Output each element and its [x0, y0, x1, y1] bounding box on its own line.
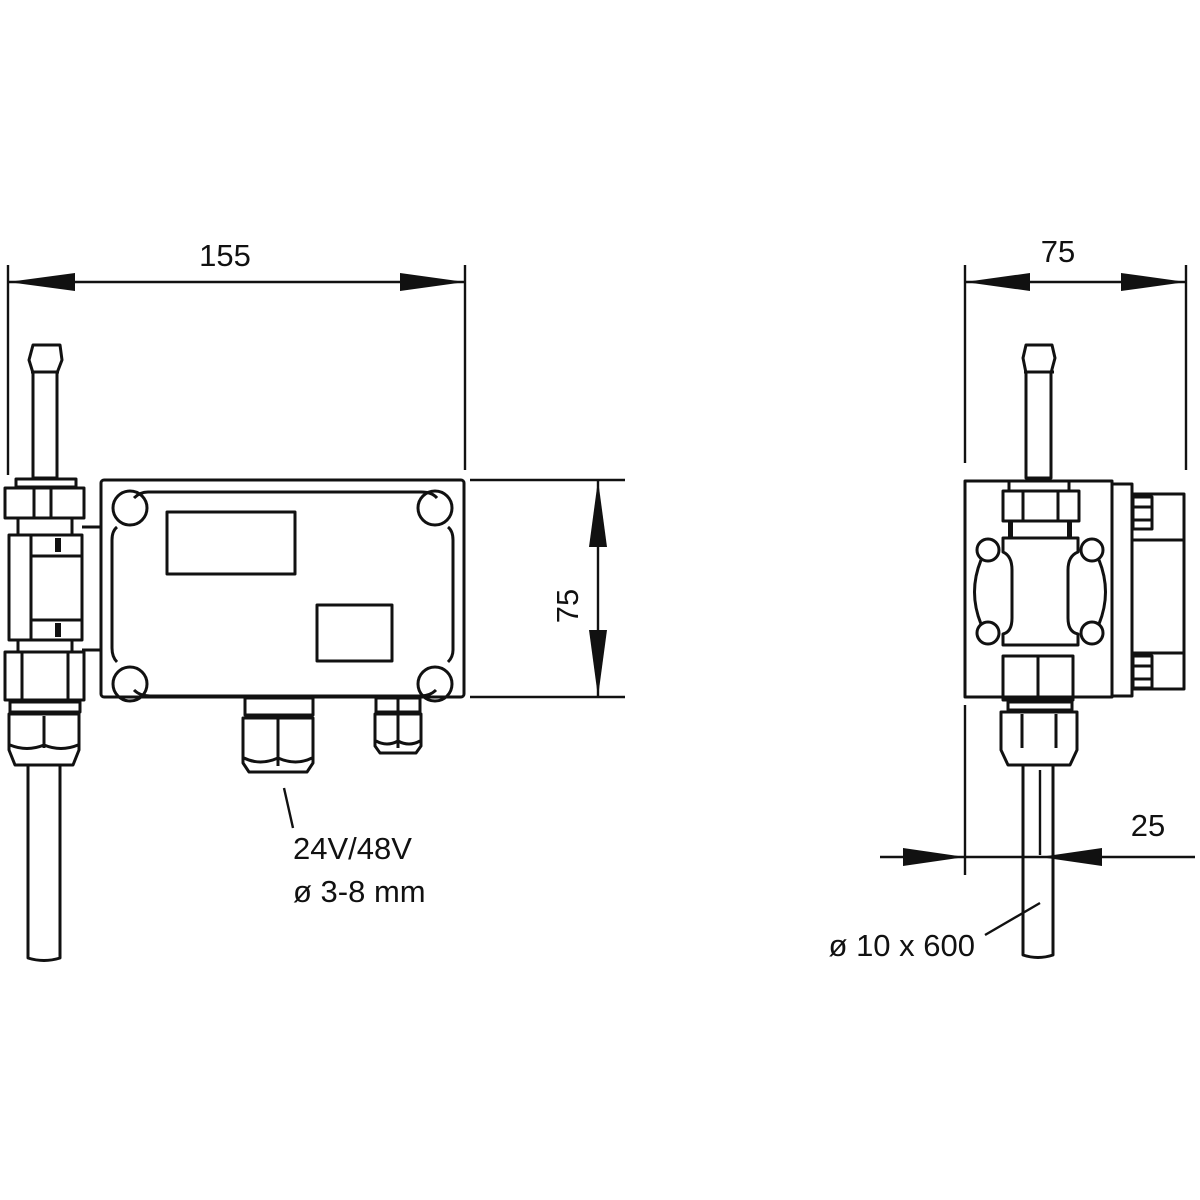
height-dimension-75: 75 [470, 478, 625, 699]
side-view: 75 [829, 234, 1195, 963]
arrow-right-icon [903, 848, 965, 866]
arrow-down-icon [589, 630, 607, 697]
cable-gland-callout: 24V/48V ø 3-8 mm [282, 787, 426, 909]
probe-size-label: ø 10 x 600 [829, 928, 975, 963]
arrow-left-icon [1040, 848, 1102, 866]
housing [99, 478, 466, 703]
probe-callout: ø 10 x 600 [829, 901, 1041, 963]
pressure-connection-left [3, 343, 101, 962]
arrow-left-icon [8, 273, 75, 291]
width-dimension-155: 155 [6, 238, 467, 475]
cable-gland-small [373, 696, 423, 755]
offset-label: 25 [1131, 808, 1165, 843]
cable-gland-large [241, 696, 315, 774]
voltage-label: 24V/48V [293, 831, 412, 866]
front-view: 155 75 [3, 238, 625, 962]
cable-diameter-label: ø 3-8 mm [293, 874, 426, 909]
arrow-up-icon [589, 480, 607, 547]
display-window [165, 510, 297, 576]
side-pressure-connection [973, 343, 1107, 959]
arrow-right-icon [400, 273, 465, 291]
probe-offset-dimension-25: 25 [880, 705, 1195, 875]
label-plate [315, 603, 394, 663]
side-width-dimension-75: 75 [963, 234, 1188, 470]
height-label: 75 [550, 589, 585, 623]
arrow-right-icon [1121, 273, 1186, 291]
side-width-label: 75 [1041, 234, 1075, 269]
arrow-left-icon [965, 273, 1030, 291]
width-label: 155 [199, 238, 251, 273]
